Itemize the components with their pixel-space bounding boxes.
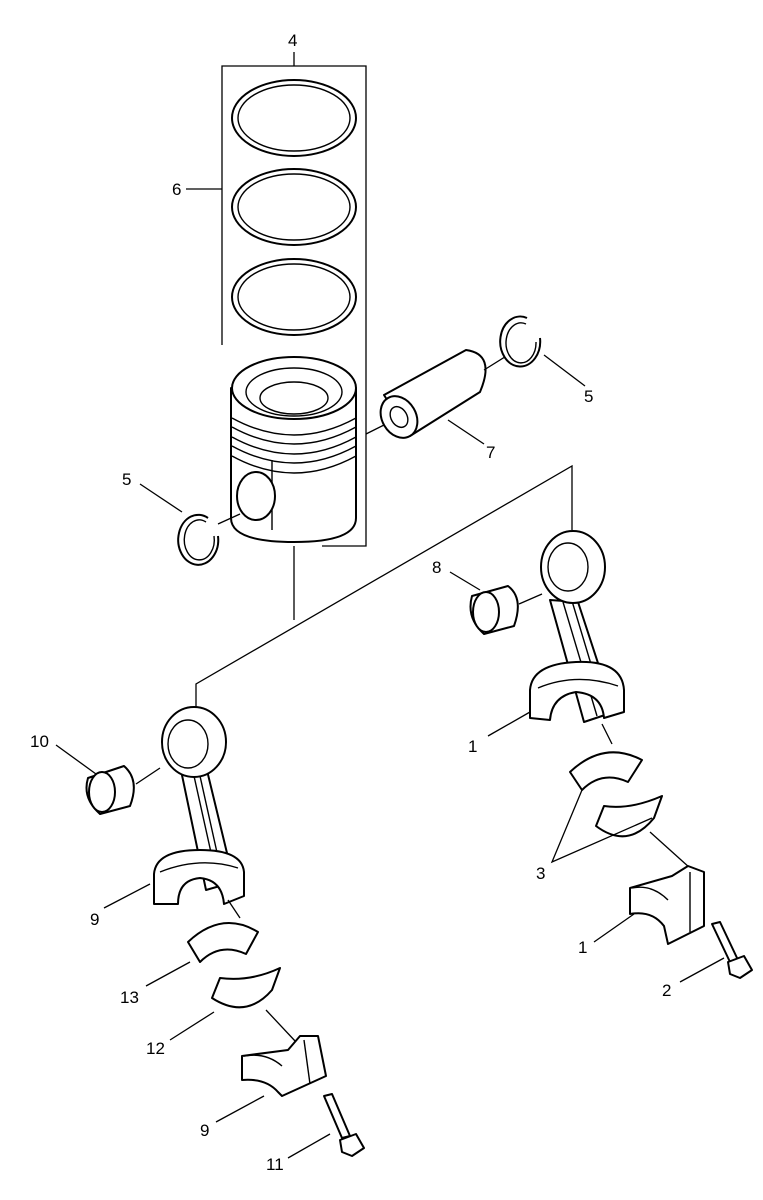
piston xyxy=(230,356,357,543)
callout-8: 8 xyxy=(432,558,441,577)
callout-labels: 4 6 5 7 5 8 1 10 3 9 1 2 13 12 9 11 xyxy=(30,31,671,1174)
leader-lines xyxy=(55,354,725,1159)
piston-pin xyxy=(365,349,517,439)
callout-5-left: 5 xyxy=(122,470,131,489)
snap-ring-left xyxy=(177,513,241,566)
piston-ring-2 xyxy=(231,168,357,246)
snap-ring-right xyxy=(499,315,542,368)
callout-4: 4 xyxy=(288,31,297,50)
callout-7: 7 xyxy=(486,443,495,462)
callout-6: 6 xyxy=(172,180,181,199)
callout-12: 12 xyxy=(146,1039,165,1058)
callout-1-cap: 1 xyxy=(578,938,587,957)
callout-9-rod: 9 xyxy=(90,910,99,929)
ring-piston-bracket xyxy=(186,52,367,620)
callout-3: 3 xyxy=(536,864,545,883)
piston-ring-1 xyxy=(231,79,357,157)
callout-2: 2 xyxy=(662,981,671,1000)
cap-bolt-right xyxy=(711,921,753,979)
rod-cap-left xyxy=(241,1035,327,1097)
callout-10: 10 xyxy=(30,732,49,751)
bearing-shell-lower-left xyxy=(211,967,297,1043)
connecting-rod-right xyxy=(529,530,625,723)
callout-1-rod: 1 xyxy=(468,737,477,756)
bearing-shell-upper-left xyxy=(187,899,259,963)
bearing-shell-upper-right xyxy=(569,723,643,791)
variant-connector-lines xyxy=(195,464,573,708)
callout-11: 11 xyxy=(266,1155,284,1174)
rod-cap-right xyxy=(629,865,705,945)
small-end-bushing-right xyxy=(469,585,543,635)
small-end-bushing-left xyxy=(85,765,161,815)
callout-13: 13 xyxy=(120,988,139,1007)
bearing-shell-lower-right xyxy=(595,795,691,869)
piston-ring-3 xyxy=(231,258,357,336)
connecting-rod-left xyxy=(153,706,245,905)
callout-5-right: 5 xyxy=(584,387,593,406)
cap-bolt-left xyxy=(323,1093,365,1157)
callout-9-cap: 9 xyxy=(200,1121,209,1140)
